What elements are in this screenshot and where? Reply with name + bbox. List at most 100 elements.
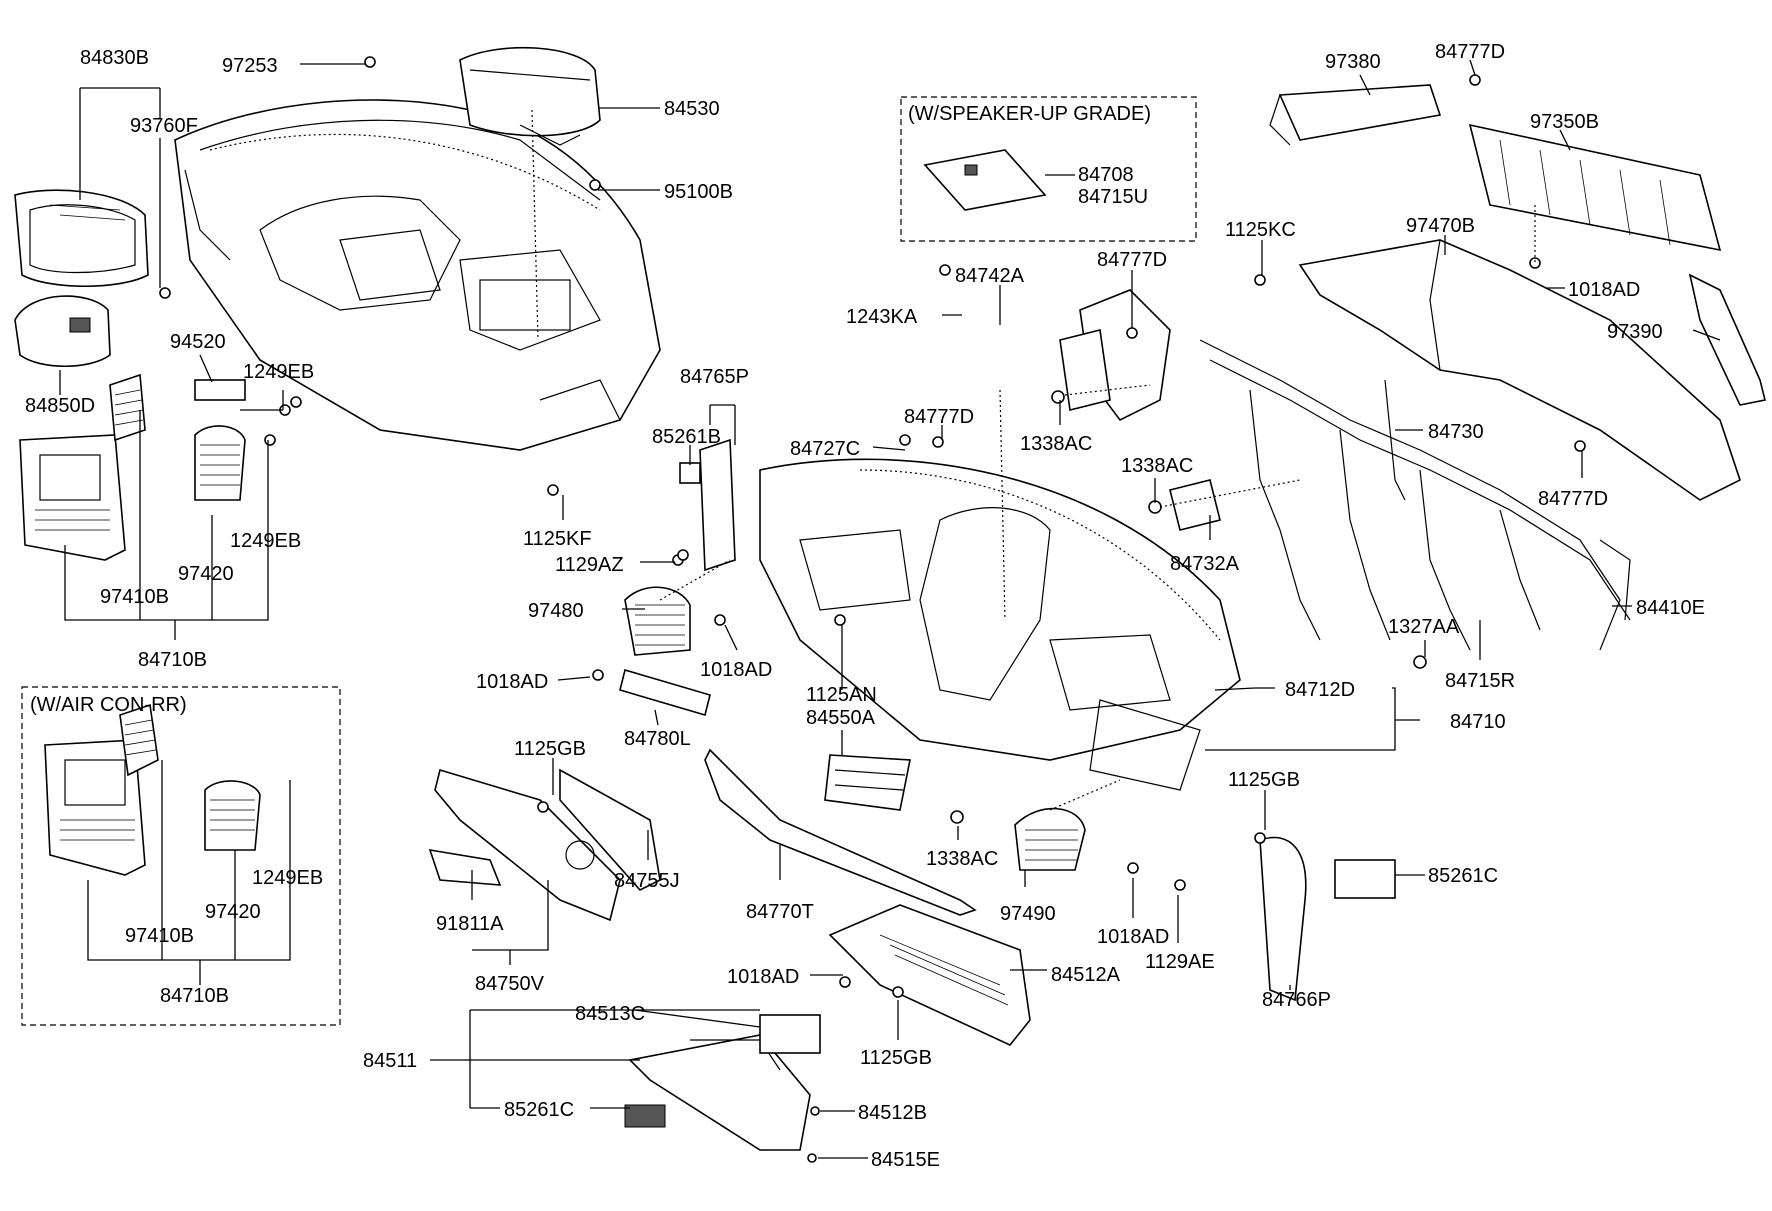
label-84410E: 84410E (1636, 597, 1705, 619)
label-1018AD: 1018AD (700, 659, 772, 681)
label-85261C: 85261C (504, 1099, 574, 1121)
part-number-labels: 84830B 93760F 97253 84530 95100B 84850D … (25, 41, 1705, 1171)
label-85261C: 85261C (1428, 865, 1498, 887)
label-97420: 97420 (178, 563, 234, 585)
label-97470B: 97470B (1406, 215, 1475, 237)
label-84732A: 84732A (1170, 553, 1240, 575)
label-84850D: 84850D (25, 395, 95, 417)
label-84777D: 84777D (1435, 41, 1505, 63)
label-84766P: 84766P (1262, 989, 1331, 1011)
glove-box-drawing (624, 1014, 821, 1151)
label-1129AE: 1129AE (1145, 951, 1215, 973)
air-con-rr-drawing (44, 703, 261, 876)
label-84512A: 84512A (1051, 964, 1121, 986)
label-84755J: 84755J (614, 870, 680, 892)
label-1338AC: 1338AC (1020, 433, 1092, 455)
label-97410B: 97410B (100, 586, 169, 608)
label-84730: 84730 (1428, 421, 1484, 443)
air-con-rr-group-box (21, 686, 341, 1026)
label-1129AZ: 1129AZ (555, 554, 624, 576)
label-84742A: 84742A (955, 265, 1025, 287)
label-97420: 97420 (205, 901, 261, 923)
label-97490: 97490 (1000, 903, 1056, 925)
air-con-rr-group-title: (W/AIR CON-RR) (30, 694, 187, 716)
label-85261B: 85261B (652, 426, 721, 448)
label-1125AN: 1125AN (806, 684, 877, 706)
label-1125KC: 1125KC (1225, 219, 1296, 241)
main-crash-pad-drawing (759, 458, 1241, 791)
label-1243KA: 1243KA (846, 306, 918, 328)
label-95100B: 95100B (664, 181, 733, 203)
label-1018AD: 1018AD (476, 671, 548, 693)
side-vent-drawing (109, 373, 246, 501)
lower-cover-84512A-drawing (828, 904, 1031, 1046)
duct-97390-drawing (1688, 273, 1766, 406)
label-1125KF: 1125KF (523, 528, 592, 550)
label-1327AA: 1327AA (1388, 616, 1460, 638)
label-97253: 97253 (222, 55, 278, 77)
label-1125GB: 1125GB (514, 738, 586, 760)
label-84780L: 84780L (624, 728, 691, 750)
label-1338AC: 1338AC (1121, 455, 1193, 477)
audio-bracket-drawing (824, 754, 911, 811)
label-84715R: 84715R (1445, 670, 1515, 692)
side-cover-84766P-drawing (1259, 836, 1307, 1002)
label-84710B: 84710B (138, 649, 207, 671)
label-84513C: 84513C (575, 1003, 645, 1025)
fasteners-drawing (159, 56, 1586, 1163)
cowl-cross-bar-drawing (1059, 289, 1631, 651)
label-84770T: 84770T (746, 901, 814, 923)
side-cover-84765P-drawing (699, 438, 736, 572)
label-93760F: 93760F (130, 115, 198, 137)
label-1338AC: 1338AC (926, 848, 998, 870)
cluster-drawing (14, 189, 149, 288)
label-1249EB: 1249EB (252, 867, 323, 889)
label-1018AD: 1018AD (1568, 279, 1640, 301)
label-84830B: 84830B (80, 47, 149, 69)
speaker-up-group-title: (W/SPEAKER-UP GRADE) (908, 103, 1151, 125)
label-84550A: 84550A (806, 707, 876, 729)
label-84727C: 84727C (790, 438, 860, 460)
label-1249EB: 1249EB (243, 361, 314, 383)
leader-lines (59, 59, 1721, 1159)
label-84530: 84530 (664, 98, 720, 120)
label-97350B: 97350B (1530, 111, 1599, 133)
label-97480: 97480 (528, 600, 584, 622)
label-84715U: 84715U (1078, 186, 1148, 208)
lower-panel-84750V-drawing (428, 768, 661, 922)
side-vent-97490-drawing (1014, 807, 1086, 871)
garnish-84780L-drawing (619, 668, 711, 717)
label-1125GB: 1125GB (860, 1047, 932, 1069)
label-84777D: 84777D (1538, 488, 1608, 510)
label-84765P: 84765P (680, 366, 749, 388)
airbag-module-drawing (459, 46, 601, 146)
upper-crash-pad-drawing (174, 99, 661, 451)
label-84712D: 84712D (1285, 679, 1355, 701)
label-84710: 84710 (1450, 711, 1506, 733)
cluster-hood-drawing (14, 295, 111, 368)
label-84515E: 84515E (871, 1149, 940, 1171)
speaker-grille-drawing (923, 149, 1047, 211)
label-1125GB: 1125GB (1228, 769, 1300, 791)
label-1018AD: 1018AD (1097, 926, 1169, 948)
label-84777D: 84777D (904, 406, 974, 428)
center-vent-97480-drawing (624, 586, 691, 656)
label-1249EB: 1249EB (230, 530, 301, 552)
label-97390: 97390 (1607, 321, 1663, 343)
center-fascia-drawing (19, 434, 126, 561)
label-84511: 84511 (363, 1050, 417, 1072)
duct-97470B-drawing (1298, 239, 1741, 501)
label-84750V: 84750V (475, 973, 545, 995)
label-97410B: 97410B (125, 925, 194, 947)
duct-97350B-drawing (1468, 123, 1722, 252)
label-91811A: 91811A (436, 913, 504, 935)
label-84710B: 84710B (160, 985, 229, 1007)
label-85261B-drawing (679, 462, 701, 484)
label-84708: 84708 (1078, 164, 1134, 186)
label-97380: 97380 (1325, 51, 1381, 73)
label-1018AD: 1018AD (727, 966, 799, 988)
speaker-up-group-box (900, 96, 1197, 242)
label-84777D: 84777D (1097, 249, 1167, 271)
